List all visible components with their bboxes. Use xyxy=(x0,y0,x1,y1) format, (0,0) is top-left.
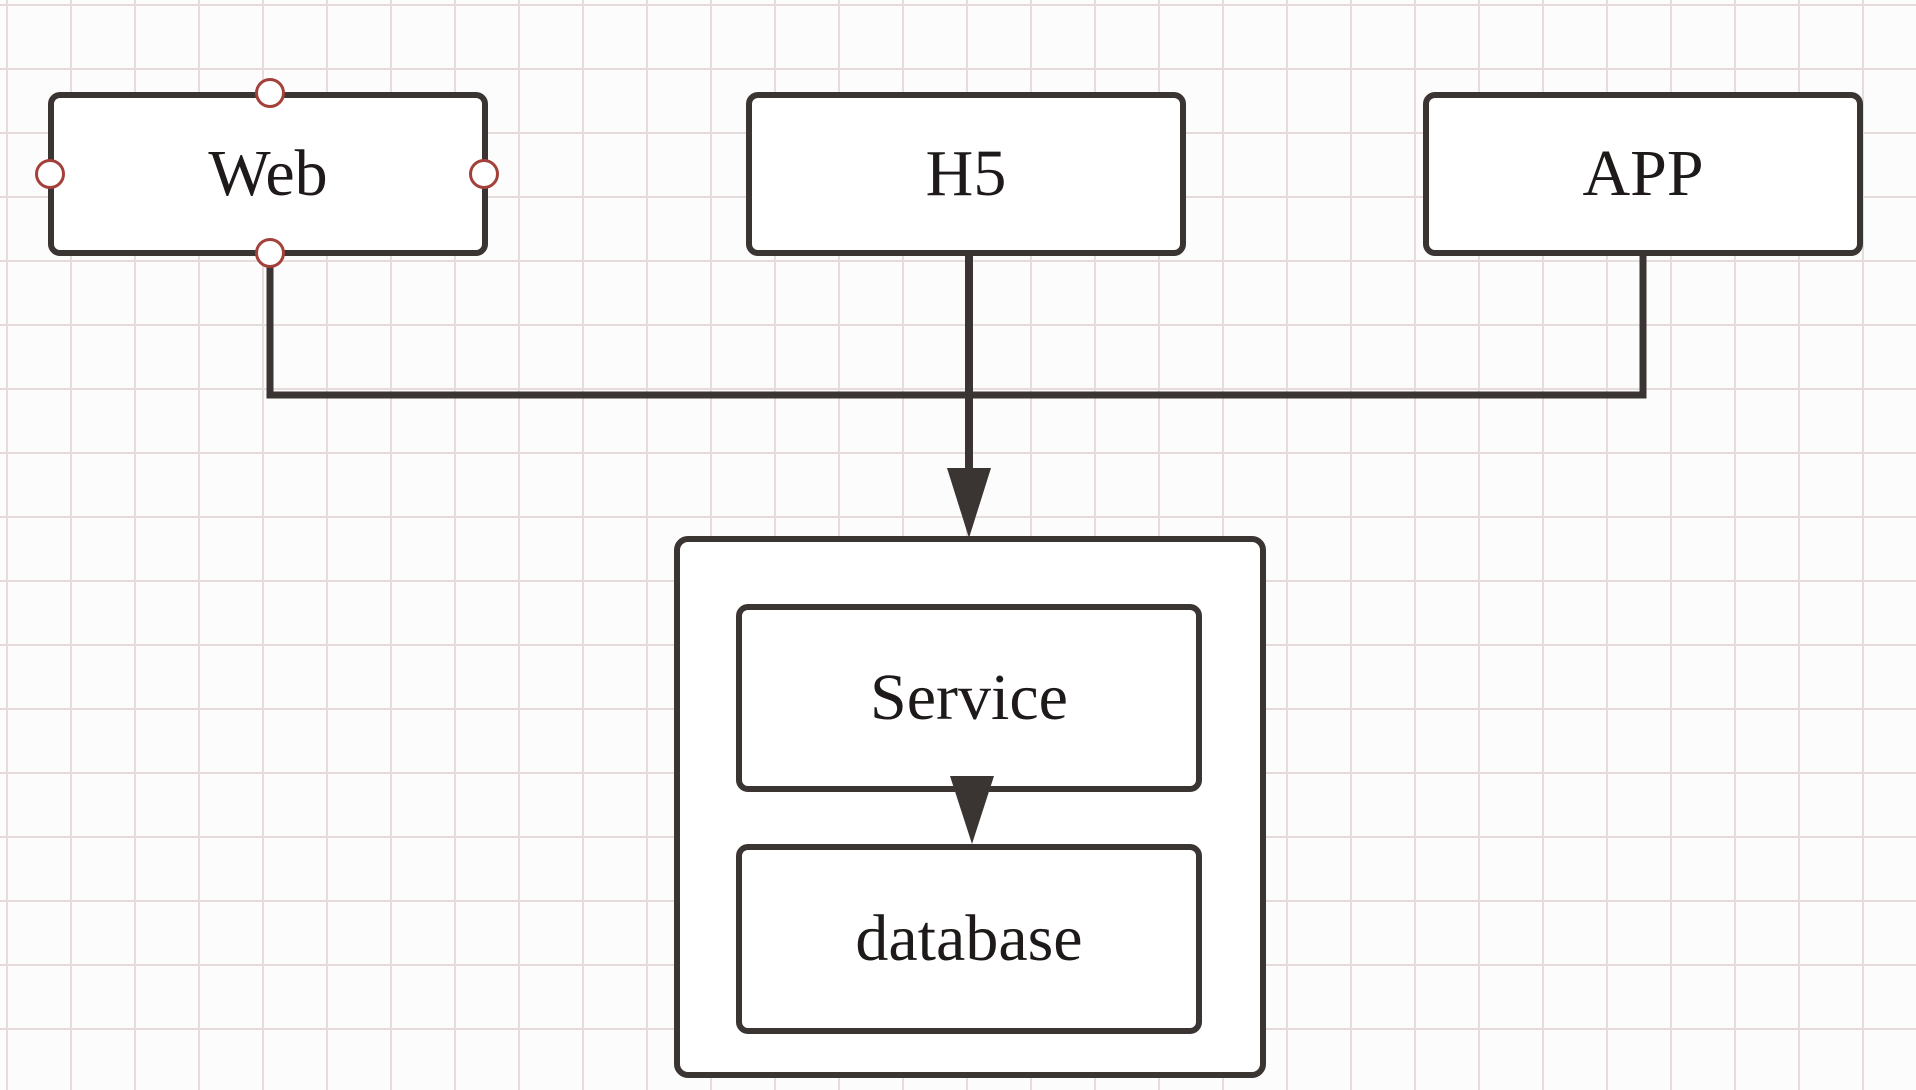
selection-handle-top[interactable] xyxy=(255,78,285,108)
edge-web-to-backend[interactable] xyxy=(266,253,969,399)
selection-handle-right[interactable] xyxy=(469,159,499,189)
selection-handle-bottom[interactable] xyxy=(255,238,285,268)
app-node[interactable]: APP xyxy=(1423,92,1863,256)
app-label: APP xyxy=(1582,137,1704,210)
service-node[interactable]: Service xyxy=(736,604,1202,792)
service-label: Service xyxy=(870,661,1068,734)
web-label: Web xyxy=(208,137,328,210)
database-node[interactable]: database xyxy=(736,844,1202,1034)
edge-app-to-backend[interactable] xyxy=(969,253,1647,399)
selection-handle-left[interactable] xyxy=(35,159,65,189)
h5-node[interactable]: H5 xyxy=(746,92,1186,256)
arrowhead-to-backend xyxy=(947,468,991,538)
h5-label: H5 xyxy=(925,137,1007,210)
database-label: database xyxy=(855,902,1083,975)
web-node[interactable]: Web xyxy=(48,92,488,256)
